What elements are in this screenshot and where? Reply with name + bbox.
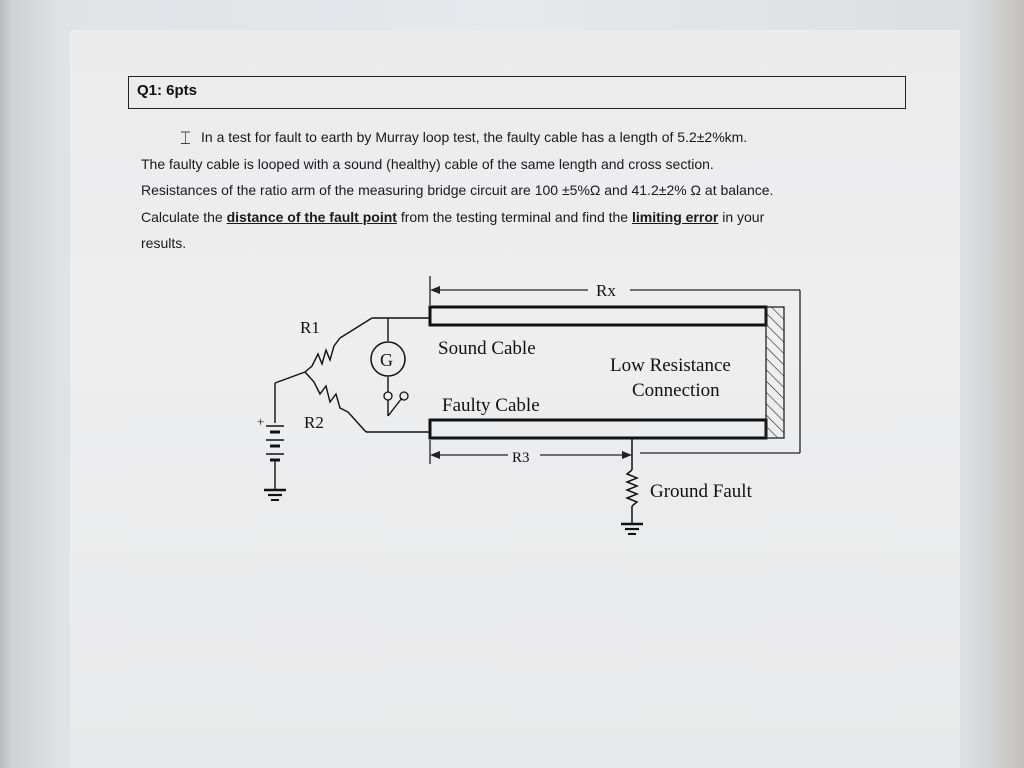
galvanometer-label: G: [380, 350, 393, 370]
r3-dimension: [429, 440, 800, 464]
battery-icon: [266, 425, 284, 462]
fault-distance-emphasis: distance of the fault point: [226, 208, 397, 225]
battery-ground-icon: [264, 488, 286, 501]
low-resistance-label-1: Low Resistance: [610, 355, 731, 376]
r3-label: R3: [512, 450, 530, 466]
question-label: Q1: 6pts: [137, 82, 198, 99]
r1-label: R1: [300, 318, 320, 337]
galvanometer: [370, 341, 406, 377]
ground-fault-label: Ground Fault: [650, 481, 753, 502]
battery-plus-label: +: [257, 414, 264, 429]
problem-line-3: Resistances of the ratio arm of the meas…: [141, 182, 774, 198]
monitor-bezel-left: [0, 0, 14, 768]
faulty-cable: [428, 418, 768, 440]
text-cursor-icon: ⌶: [180, 128, 191, 149]
monitor-bezel-right: [984, 0, 1024, 768]
rx-dimension: [429, 276, 801, 453]
limiting-error-emphasis: limiting error: [631, 208, 719, 225]
question-header-box: Q1: 6pts: [128, 76, 906, 109]
ground-fault-branch: [621, 438, 643, 535]
switch-contact-2: [399, 391, 409, 401]
low-resistance-label-2: Connection: [632, 380, 720, 401]
problem-line-2: The faulty cable is looped with a sound …: [141, 155, 714, 172]
document-page: [70, 30, 960, 768]
switch-contact-1: [383, 391, 393, 401]
bridge-wiring: [274, 317, 430, 490]
faulty-cable-label: Faulty Cable: [442, 395, 540, 416]
problem-line-4-part-1: Calculate the: [141, 208, 227, 225]
problem-line-1: In a test for fault to earth by Murray l…: [201, 129, 748, 145]
problem-line-5: results.: [141, 235, 187, 251]
rx-label: Rx: [596, 281, 616, 300]
problem-statement: In a test for fault to earth by Murray l…: [141, 124, 901, 257]
sound-cable: [428, 305, 768, 327]
r2-label: R2: [304, 413, 324, 432]
problem-line-4: Calculate the distance of the fault poin…: [141, 204, 901, 231]
problem-line-4-part-3: in your: [718, 208, 765, 225]
sound-cable-label: Sound Cable: [438, 338, 536, 359]
problem-line-4-part-2: from the testing terminal and find the: [396, 208, 632, 225]
low-resistance-connection: [765, 306, 785, 439]
